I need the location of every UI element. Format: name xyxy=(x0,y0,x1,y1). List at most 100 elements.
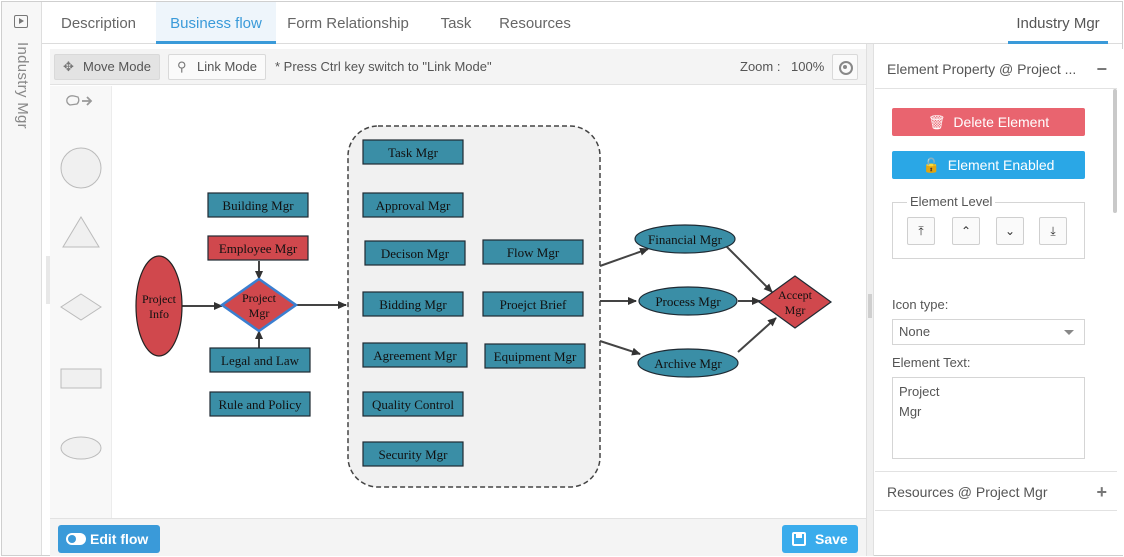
diagram-canvas[interactable]: Project Info Building Mgr Employee Mgr P… xyxy=(112,86,866,518)
node-proejct-brief-label: Proejct Brief xyxy=(500,297,567,312)
node-accept-mgr[interactable]: Accept Mgr xyxy=(757,275,833,329)
diamond-shape-icon[interactable] xyxy=(60,293,102,321)
node-proejct-brief[interactable]: Proejct Brief xyxy=(482,291,584,317)
move-mode-label: Move Mode xyxy=(83,59,151,74)
ellipse-shape-icon[interactable] xyxy=(60,436,102,460)
save-label: Save xyxy=(815,531,848,547)
zoom-label: Zoom : xyxy=(740,59,781,74)
resources-header[interactable]: Resources @ Project Mgr + xyxy=(875,471,1117,511)
left-splitter[interactable] xyxy=(46,256,50,304)
delete-element-button[interactable]: 🗑 Delete Element xyxy=(892,108,1085,136)
diagram-toolbar: ✥ Move Mode ⚲ Link Mode * Press Ctrl key… xyxy=(50,49,866,85)
element-property-header[interactable]: Element Property @ Project ... − xyxy=(875,49,1117,89)
node-financial-mgr[interactable]: Financial Mgr xyxy=(634,224,736,254)
zoom-value: 100% xyxy=(791,59,825,74)
panel-scrollbar[interactable] xyxy=(1113,89,1117,213)
node-bidding-mgr-label: Bidding Mgr xyxy=(379,297,447,312)
node-task-mgr[interactable]: Task Mgr xyxy=(362,139,464,165)
tab-form-relationship[interactable]: Form Relationship xyxy=(287,15,409,32)
node-employee-mgr-label: Employee Mgr xyxy=(219,241,298,256)
property-panel: Element Property @ Project ... − 🗑 Delet… xyxy=(875,49,1123,555)
node-bidding-mgr[interactable]: Bidding Mgr xyxy=(362,291,464,317)
expand-sidebar-icon[interactable] xyxy=(14,15,28,28)
node-task-mgr-label: Task Mgr xyxy=(388,145,439,160)
edit-flow-label: Edit flow xyxy=(90,531,149,547)
icon-type-label: Icon type: xyxy=(892,297,949,312)
edge-financial-to-accept[interactable] xyxy=(725,245,773,293)
node-process-mgr-label: Process Mgr xyxy=(655,294,721,309)
node-legal-and-law[interactable]: Legal and Law xyxy=(209,347,311,373)
tab-industry-mgr[interactable]: Industry Mgr xyxy=(1008,2,1108,44)
node-quality-control[interactable]: Quality Control xyxy=(362,391,464,417)
save-button[interactable]: Save xyxy=(782,525,858,553)
unlock-icon: 🔓 xyxy=(922,157,944,173)
edge-group-to-financial[interactable] xyxy=(599,247,649,267)
node-decison-mgr-label: Decison Mgr xyxy=(381,246,450,261)
move-down-icon[interactable]: ⌄ xyxy=(996,217,1024,245)
tab-resources[interactable]: Resources xyxy=(499,15,571,32)
shape-palette xyxy=(50,86,112,518)
node-flow-mgr-label: Flow Mgr xyxy=(507,245,560,260)
send-to-bottom-icon[interactable]: ⤓ xyxy=(1039,217,1067,245)
node-approval-mgr-label: Approval Mgr xyxy=(376,198,451,213)
collapse-minus-icon[interactable]: − xyxy=(1096,59,1107,79)
fit-view-icon[interactable] xyxy=(832,54,858,80)
triangle-shape-icon[interactable] xyxy=(62,216,100,248)
delete-element-label: Delete Element xyxy=(953,114,1050,130)
node-project-mgr[interactable]: Project Mgr xyxy=(219,277,299,333)
node-accept-mgr-line1: Accept xyxy=(778,288,813,302)
node-flow-mgr[interactable]: Flow Mgr xyxy=(482,239,584,265)
resources-title: Resources @ Project Mgr xyxy=(887,484,1048,500)
node-employee-mgr[interactable]: Employee Mgr xyxy=(207,235,309,261)
icon-type-select[interactable]: None xyxy=(892,319,1085,345)
element-text-field[interactable]: Project Mgr xyxy=(892,377,1085,459)
move-icon: ✥ xyxy=(63,59,74,74)
edge-group-to-archive[interactable] xyxy=(599,340,641,356)
node-project-info[interactable]: Project Info xyxy=(135,255,183,357)
node-process-mgr[interactable]: Process Mgr xyxy=(638,286,738,316)
element-enabled-label: Element Enabled xyxy=(947,157,1055,173)
move-up-icon[interactable]: ⌃ xyxy=(952,217,980,245)
node-project-mgr-line1: Project xyxy=(242,291,277,305)
tab-business-flow[interactable]: Business flow xyxy=(156,2,276,44)
node-rule-and-policy[interactable]: Rule and Policy xyxy=(209,391,311,417)
move-mode-button[interactable]: ✥ Move Mode xyxy=(54,54,160,80)
rectangle-shape-icon[interactable] xyxy=(60,368,102,389)
tab-task[interactable]: Task xyxy=(440,15,472,32)
bottom-bar: Edit flow Save xyxy=(50,518,866,556)
element-text-label: Element Text: xyxy=(892,355,971,370)
node-project-mgr-line2: Mgr xyxy=(249,306,270,320)
mode-hint: * Press Ctrl key switch to "Link Mode" xyxy=(275,59,492,74)
node-building-mgr[interactable]: Building Mgr xyxy=(207,192,309,218)
icon-type-value: None xyxy=(899,324,931,339)
element-level-group: Element Level ⤒ ⌃ ⌄ ⤓ xyxy=(892,194,1085,259)
node-archive-mgr[interactable]: Archive Mgr xyxy=(637,348,739,378)
node-financial-mgr-label: Financial Mgr xyxy=(648,232,723,247)
edge-archive-to-accept[interactable] xyxy=(737,317,777,353)
expand-plus-icon[interactable]: + xyxy=(1096,482,1107,502)
element-property-title: Element Property @ Project ... xyxy=(887,61,1077,77)
element-level-legend: Element Level xyxy=(907,194,996,209)
right-splitter[interactable] xyxy=(866,44,874,556)
node-security-mgr[interactable]: Security Mgr xyxy=(362,441,464,467)
node-project-info-line2: Info xyxy=(149,307,169,321)
element-enabled-button[interactable]: 🔓 Element Enabled xyxy=(892,151,1085,179)
node-agreement-mgr[interactable]: Agreement Mgr xyxy=(362,342,468,368)
node-equipment-mgr[interactable]: Equipment Mgr xyxy=(484,343,586,369)
tab-description[interactable]: Description xyxy=(60,15,137,32)
link-mode-button[interactable]: ⚲ Link Mode xyxy=(168,54,266,80)
circle-shape-icon[interactable] xyxy=(60,147,102,189)
node-approval-mgr[interactable]: Approval Mgr xyxy=(362,192,464,218)
bring-to-top-icon[interactable]: ⤒ xyxy=(907,217,935,245)
chevron-down-icon xyxy=(1064,330,1074,335)
node-building-mgr-label: Building Mgr xyxy=(222,198,294,213)
flow-diagram: Project Info Building Mgr Employee Mgr P… xyxy=(135,125,833,488)
hand-arrow-icon[interactable] xyxy=(66,95,93,106)
sidebar-title: Industry Mgr xyxy=(14,42,31,129)
edit-flow-button[interactable]: Edit flow xyxy=(58,525,160,553)
node-decison-mgr[interactable]: Decison Mgr xyxy=(364,240,466,266)
node-project-info-line1: Project xyxy=(142,292,177,306)
tab-bar: Description Business flow Form Relations… xyxy=(42,2,1122,44)
node-legal-and-law-label: Legal and Law xyxy=(221,353,300,368)
link-icon: ⚲ xyxy=(177,59,187,74)
